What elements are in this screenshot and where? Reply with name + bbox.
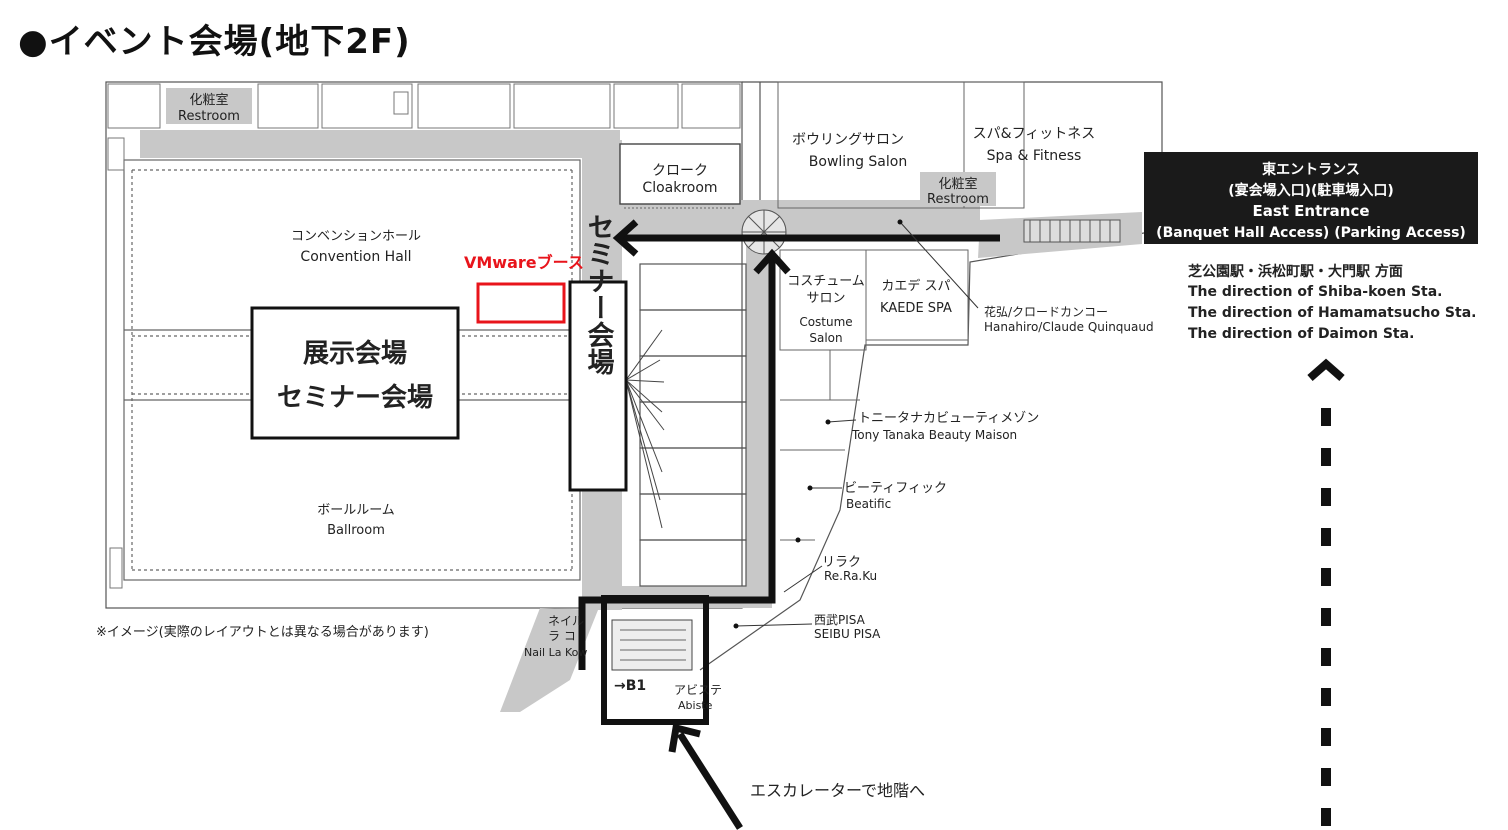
- beatific-dot: [807, 485, 813, 491]
- reraku-dot: [795, 537, 801, 543]
- direction-jp: 芝公園駅・浜松町駅・大門駅 方面: [1188, 263, 1403, 280]
- exhibition-box: 展示会場 セミナー会場: [250, 306, 460, 440]
- left-utilities: [107, 137, 125, 589]
- direction-en1: The direction of Shiba-koen Sta.: [1188, 284, 1443, 300]
- tony-en: Tony Tanaka Beauty Maison: [851, 428, 1017, 442]
- direction-en2: The direction of Hamamatsucho Sta.: [1188, 305, 1476, 321]
- vmware-booth-box: [476, 282, 566, 324]
- costume-jp2: サロン: [806, 291, 845, 306]
- ballroom-en: Ballroom: [327, 523, 385, 538]
- restroom-top-jp: 化粧室: [189, 92, 228, 108]
- seminar-vertical-label: セミナー会場: [583, 213, 615, 375]
- abiste-en: Abiste: [678, 699, 713, 712]
- beatific-en: Beatific: [846, 497, 891, 511]
- hanahiro-en: Hanahiro/Claude Quinquaud: [984, 320, 1154, 334]
- tony-dot: [825, 419, 831, 425]
- b1-label: →B1: [614, 678, 646, 694]
- hanahiro-jp: 花弘/クロードカンコー: [984, 304, 1108, 319]
- cloakroom-room: クローク Cloakroom: [619, 143, 741, 209]
- page-title: ●イベント会場(地下2F): [18, 22, 411, 62]
- hanahiro-dot: [897, 219, 903, 225]
- image-note: ※イメージ(実際のレイアウトとは異なる場合があります): [96, 624, 429, 640]
- restroom-right-box: 化粧室 Restroom: [920, 172, 996, 207]
- round-lobby: [741, 209, 787, 255]
- corridors: [140, 130, 1142, 712]
- tony-leader: [827, 419, 857, 423]
- seminar-room-leader-lines: [625, 329, 665, 529]
- costume-jp1: コスチューム: [787, 274, 865, 289]
- top-room-row: [107, 83, 741, 129]
- seibu-dot: [733, 623, 739, 629]
- kaede-jp: カエデ スパ: [881, 278, 950, 294]
- direction-dashed-arrow: [1307, 358, 1345, 826]
- right-shops: [777, 81, 1025, 541]
- nail-en: Nail La Kow: [524, 646, 587, 659]
- reraku-leader: [783, 565, 823, 593]
- route-arrowheads: [612, 219, 791, 753]
- exhibition-line1: 展示会場: [303, 339, 407, 369]
- reraku-jp: リラク: [822, 555, 861, 570]
- building-outline: [105, 81, 1163, 671]
- restroom-top-en: Restroom: [178, 109, 240, 124]
- abiste-jp: アビステ: [674, 683, 722, 697]
- exhibition-line2: セミナー会場: [277, 383, 433, 413]
- spa-fitness-jp: スパ&フィットネス: [973, 126, 1096, 142]
- seminar-vertical-box: セミナー会場: [568, 213, 628, 492]
- costume-en1: Costume: [799, 315, 852, 329]
- entrance-line1: 東エントランス: [1262, 161, 1360, 178]
- seminar-rooms: [639, 263, 747, 587]
- escalator-note: エスカレーターで地階へ: [750, 781, 925, 800]
- tony-jp: トニータナカビューティメゾン: [858, 411, 1039, 426]
- hanahiro-leader: [899, 221, 979, 309]
- seibu-leader: [735, 623, 813, 627]
- kaede-en: KAEDE SPA: [880, 301, 952, 316]
- seibu-en: SEIBU PISA: [814, 627, 881, 641]
- seibu-jp: 西武PISA: [814, 613, 866, 627]
- beatific-jp: ビーティフィック: [844, 481, 947, 496]
- convention-en: Convention Hall: [300, 249, 411, 265]
- vmware-booth-label: VMwareブース: [464, 253, 584, 272]
- costume-en2: Salon: [809, 331, 842, 345]
- cloakroom-en: Cloakroom: [642, 180, 717, 196]
- bowling-jp: ボウリングサロン: [792, 132, 904, 148]
- entrance-line2: (宴会場入口)(駐車場入口): [1228, 182, 1394, 199]
- restroom-right-jp: 化粧室: [938, 176, 977, 192]
- spa-fitness-en: Spa & Fitness: [987, 148, 1082, 164]
- direction-en3: The direction of Daimon Sta.: [1188, 326, 1414, 342]
- restroom-top-box: 化粧室 Restroom: [166, 88, 252, 124]
- nail-jp1: ネイル: [548, 614, 584, 628]
- convention-jp: コンベンションホール: [291, 229, 421, 244]
- entrance-line4: (Banquet Hall Access) (Parking Access): [1156, 225, 1466, 241]
- ballroom-jp: ボールルーム: [317, 503, 395, 518]
- entrance-stairs: [1023, 219, 1121, 243]
- route-line: [578, 234, 1000, 830]
- nail-jp2: ラ コ: [548, 629, 576, 643]
- restroom-right-en: Restroom: [927, 192, 989, 207]
- cloakroom-jp: クローク: [652, 163, 708, 179]
- east-entrance-box: 東エントランス (宴会場入口)(駐車場入口) East Entrance (Ba…: [1144, 152, 1478, 244]
- reraku-en: Re.Ra.Ku: [824, 569, 877, 583]
- entrance-line3: East Entrance: [1252, 202, 1369, 220]
- bowling-en: Bowling Salon: [809, 154, 907, 170]
